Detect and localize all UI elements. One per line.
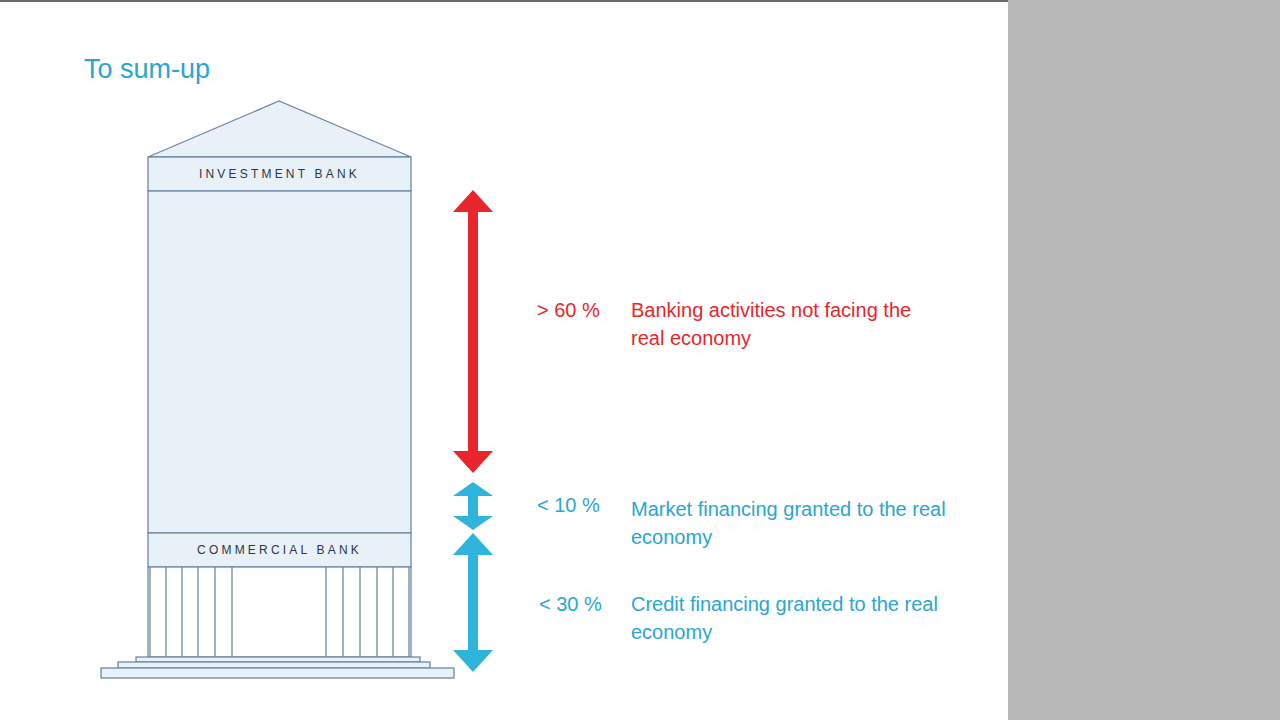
column <box>325 567 326 657</box>
building-band: INVESTMENT BANK <box>148 157 411 191</box>
percentage: < 30 % <box>539 590 619 618</box>
blue-arrow-small <box>453 482 493 530</box>
red-arrow <box>453 190 493 473</box>
percentage: < 10 % <box>537 491 617 519</box>
range-description: Banking activities not facing the real e… <box>631 296 931 352</box>
column <box>231 567 232 657</box>
column <box>181 567 182 657</box>
band-label: INVESTMENT BANK <box>199 167 360 181</box>
range-arrows <box>453 190 493 672</box>
building-band: COMMERCIAL BANK <box>148 533 411 567</box>
top-edge <box>0 0 1008 2</box>
column <box>197 567 198 657</box>
percentage: > 60 % <box>537 296 617 324</box>
range-description: Market financing granted to the real eco… <box>631 495 971 551</box>
side-panel <box>1008 0 1280 720</box>
column <box>408 567 409 657</box>
column <box>342 567 343 657</box>
column <box>359 567 360 657</box>
bank-building <box>101 101 454 678</box>
band-label: COMMERCIAL BANK <box>197 543 362 557</box>
slide-title: To sum-up <box>84 54 210 85</box>
column <box>214 567 215 657</box>
blue-arrow-large <box>453 533 493 672</box>
column <box>376 567 377 657</box>
column <box>149 567 150 657</box>
range-description: Credit financing granted to the real eco… <box>631 590 971 646</box>
column <box>165 567 166 657</box>
column <box>392 567 393 657</box>
